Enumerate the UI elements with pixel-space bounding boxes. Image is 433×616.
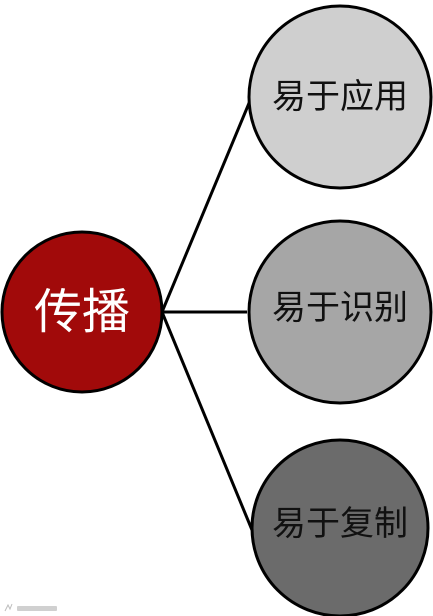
root-node-label: 传播 [34,284,130,340]
child-node-3: 易于复制 [250,438,430,616]
child-node-1-circle [247,4,433,190]
watermark-logo [4,603,57,612]
child-node-2-circle [247,219,433,405]
child-node-3-circle [250,438,430,616]
connector-line-3 [160,311,254,531]
child-node-2-label: 易于识别 [272,288,408,328]
root-node: 传播 [0,230,164,394]
root-node-circle [0,230,164,394]
child-node-2: 易于识别 [247,219,433,405]
child-node-1: 易于应用 [247,4,433,190]
connector-line-1 [160,95,254,313]
child-node-1-label: 易于应用 [272,77,408,117]
child-node-3-label: 易于复制 [272,504,408,544]
